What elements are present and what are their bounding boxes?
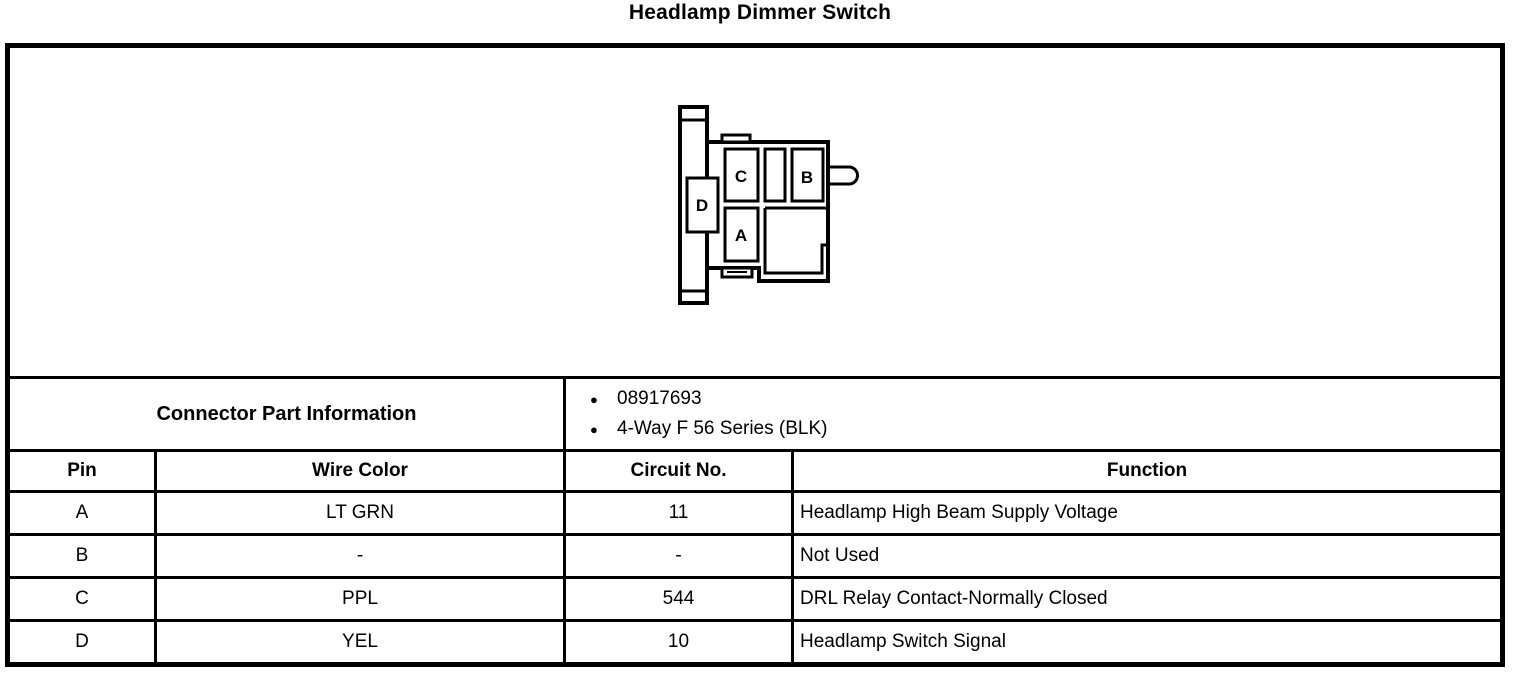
pin-table-header-row: Pin Wire Color Circuit No. Function <box>10 449 1500 490</box>
page-title: Headlamp Dimmer Switch <box>628 1 892 24</box>
connector-info-box: C B A D Connector Part Information ● 089… <box>5 43 1505 667</box>
part-info-details: ● 08917693 ● 4-Way F 56 Series (BLK) <box>563 379 1500 449</box>
table-row-b: B - - Not Used <box>10 533 1500 576</box>
part-number: 08917693 <box>617 388 702 409</box>
function-cell: DRL Relay Contact-Normally Closed <box>791 579 1500 619</box>
function-cell: Not Used <box>791 536 1500 576</box>
wire-color-cell: YEL <box>154 622 563 662</box>
pin-cell: C <box>75 588 89 609</box>
part-info-row: Connector Part Information ● 08917693 ● … <box>10 376 1500 449</box>
cavity-empty-lower <box>763 206 828 275</box>
header-circuit-no: Circuit No. <box>563 452 791 490</box>
header-pin: Pin <box>67 460 97 481</box>
part-info-label: Connector Part Information <box>156 402 417 425</box>
top-tab <box>720 133 752 144</box>
cavity-a <box>723 206 760 263</box>
function-cell: Headlamp Switch Signal <box>791 622 1500 662</box>
cavity-label-c: C <box>735 167 747 186</box>
cavity-d <box>685 176 720 234</box>
part-series: 4-Way F 56 Series (BLK) <box>617 418 828 439</box>
function-cell: Headlamp High Beam Supply Voltage <box>791 493 1500 533</box>
connector-diagram: C B A D <box>678 105 859 305</box>
cavity-b <box>790 147 825 203</box>
cavity-label-a: A <box>735 226 747 245</box>
circuit-cell: 10 <box>563 622 791 662</box>
cavity-c <box>723 147 760 203</box>
wire-color-cell: PPL <box>154 579 563 619</box>
terminal-pin <box>826 165 859 186</box>
header-wire-color: Wire Color <box>154 452 563 490</box>
table-row-a: A LT GRN 11 Headlamp High Beam Supply Vo… <box>10 490 1500 533</box>
table-row-c: C PPL 544 DRL Relay Contact-Normally Clo… <box>10 576 1500 619</box>
cavity-label-d: D <box>696 196 708 215</box>
wire-color-cell: LT GRN <box>154 493 563 533</box>
cavity-label-b: B <box>801 168 813 187</box>
bullet-icon: ● <box>590 391 598 407</box>
pin-cell: D <box>75 631 89 652</box>
connector-diagram-area: C B A D <box>10 48 1500 376</box>
circuit-cell: 11 <box>563 493 791 533</box>
cavity-blank <box>763 147 787 203</box>
header-function: Function <box>791 452 1500 490</box>
pin-cell: A <box>75 502 89 523</box>
bullet-icon: ● <box>590 421 598 437</box>
circuit-cell: - <box>563 536 791 576</box>
table-row-d: D YEL 10 Headlamp Switch Signal <box>10 619 1500 662</box>
pin-cell: B <box>75 545 89 566</box>
part-series-line: ● 4-Way F 56 Series (BLK) <box>590 414 1500 444</box>
part-number-line: ● 08917693 <box>590 384 1500 414</box>
wire-color-cell: - <box>154 536 563 576</box>
circuit-cell: 544 <box>563 579 791 619</box>
